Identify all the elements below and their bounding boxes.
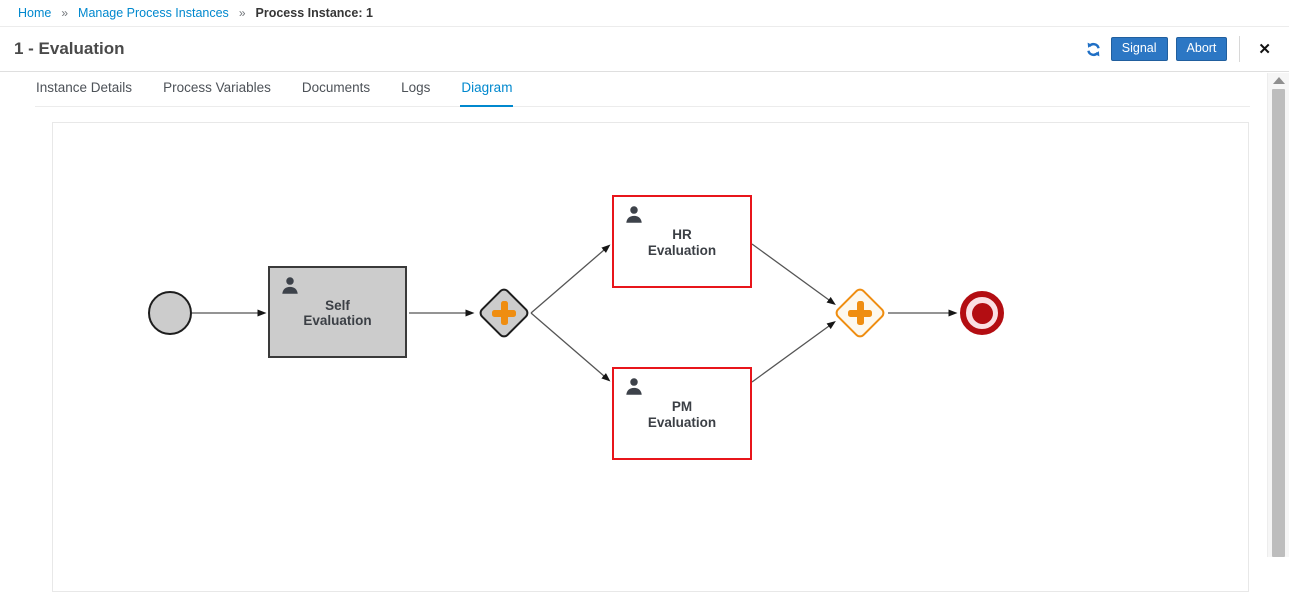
task-hr-evaluation: HR Evaluation <box>612 195 752 288</box>
tab-logs[interactable]: Logs <box>400 79 431 106</box>
scrollbar-thumb[interactable] <box>1272 89 1285 557</box>
task-label: HR Evaluation <box>637 227 727 257</box>
signal-button[interactable]: Signal <box>1111 37 1168 62</box>
task-pm-evaluation: PM Evaluation <box>612 367 752 460</box>
task-label: PM Evaluation <box>637 399 727 429</box>
title-actions: Signal Abort ✕ <box>1086 36 1277 62</box>
parallel-gateway-split-node <box>485 294 523 332</box>
breadcrumb-current: Process Instance: 1 <box>256 6 373 20</box>
parallel-plus-icon <box>848 301 872 325</box>
breadcrumb: Home » Manage Process Instances » Proces… <box>0 0 1289 27</box>
parallel-gateway-join-node <box>841 294 879 332</box>
refresh-icon[interactable] <box>1086 42 1101 57</box>
breadcrumb-home-link[interactable]: Home <box>18 6 51 20</box>
tab-process-variables[interactable]: Process Variables <box>162 79 272 106</box>
process-diagram-canvas: Self Evaluation HR Evaluation PM Evaluat… <box>52 122 1249 592</box>
sequence-flow-connectors <box>53 123 1248 591</box>
breadcrumb-manage-process-instances-link[interactable]: Manage Process Instances <box>78 6 229 20</box>
task-self-evaluation: Self Evaluation <box>268 266 407 358</box>
instance-tabs: Instance Details Process Variables Docum… <box>35 79 1250 107</box>
breadcrumb-separator: » <box>61 6 68 20</box>
user-task-person-icon <box>623 204 645 231</box>
breadcrumb-separator: » <box>239 6 246 20</box>
end-event-dot <box>972 303 993 324</box>
start-event-node <box>148 291 192 335</box>
scrollbar-up-arrow-icon[interactable] <box>1273 77 1285 84</box>
end-event-node <box>960 291 1004 335</box>
instance-title-bar: 1 - Evaluation Signal Abort ✕ <box>0 27 1289 72</box>
close-icon[interactable]: ✕ <box>1252 38 1277 60</box>
actions-divider <box>1239 36 1240 62</box>
refresh-icon-glyph <box>1086 42 1101 57</box>
user-task-person-icon <box>279 275 301 302</box>
abort-button[interactable]: Abort <box>1176 37 1228 62</box>
tab-diagram[interactable]: Diagram <box>460 79 513 107</box>
vertical-scrollbar[interactable] <box>1267 73 1289 557</box>
user-task-person-icon <box>623 376 645 403</box>
parallel-plus-icon <box>492 301 516 325</box>
task-label: Self Evaluation <box>293 298 383 328</box>
page-title: 1 - Evaluation <box>14 39 125 59</box>
tab-documents[interactable]: Documents <box>301 79 371 106</box>
tab-instance-details[interactable]: Instance Details <box>35 79 133 106</box>
